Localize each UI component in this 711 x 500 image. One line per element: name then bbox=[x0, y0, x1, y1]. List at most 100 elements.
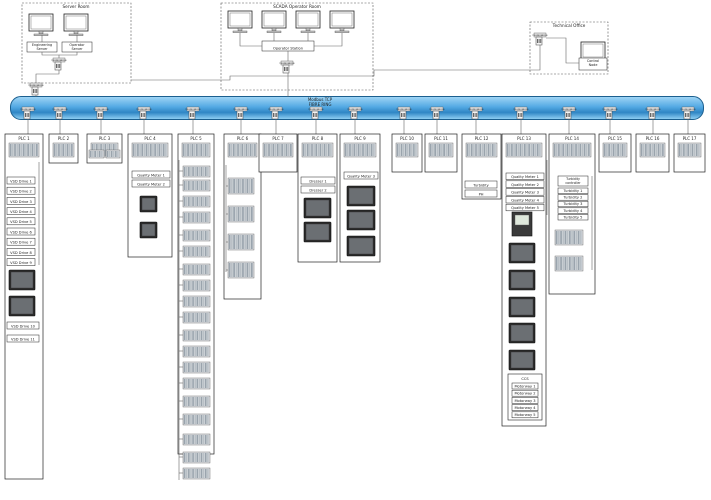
plc4-quality-meter-2 bbox=[131, 179, 171, 188]
plc-5-rack-module bbox=[196, 144, 198, 156]
plc6-io-rack-2-module bbox=[246, 207, 249, 221]
scada-room-boundary bbox=[220, 2, 374, 91]
plc-1-rack-module bbox=[27, 144, 29, 156]
ring-switch-plc-1-switch-brand: TELEMECANIQUE bbox=[20, 108, 36, 111]
plc13-motorway-1 bbox=[511, 382, 539, 390]
plc5-io-rack-11-module bbox=[204, 331, 207, 340]
plc-13-label: PLC 13 bbox=[517, 136, 531, 141]
ring-switch-plc-12-switch-brand: TELEMECANIQUE bbox=[468, 108, 484, 111]
ring-switch-plc-2-switch-port bbox=[57, 113, 58, 117]
plc6-io-rack-2-module bbox=[233, 207, 235, 221]
scada-monitor-4-base bbox=[334, 30, 350, 33]
plc5-io-rack-16-module bbox=[188, 415, 190, 424]
plc5-io-rack-6-module bbox=[202, 247, 205, 256]
plc5-io-rack-18-module bbox=[188, 453, 190, 462]
plc5-io-rack-18-module bbox=[204, 453, 207, 462]
engineering-server-label-line: Server bbox=[36, 47, 48, 51]
plc-10-rack-module bbox=[409, 144, 411, 156]
control-node-label-line: Control bbox=[587, 59, 599, 63]
plc5-io-rack-6-module bbox=[196, 247, 199, 256]
plc3-io-rack-b-module bbox=[106, 151, 109, 157]
plc5-io-rack-7-module bbox=[204, 265, 207, 274]
ring-switch-plc-3-switch-port bbox=[98, 113, 99, 117]
plc5-io-rack-9-module bbox=[183, 297, 186, 306]
ring-switch-plc-8-switch-brand: TELEMECANIQUE bbox=[308, 108, 324, 111]
plc-13-rack-module bbox=[519, 144, 522, 156]
plc14-io-rack-2-module bbox=[575, 257, 578, 270]
plc14-io-rack-2-module bbox=[569, 257, 571, 270]
ring-switch-plc-13-switch-brand: TELEMECANIQUE bbox=[513, 108, 529, 111]
plc12-ph bbox=[464, 189, 498, 198]
plc-7-rack-module bbox=[287, 144, 290, 156]
plc-13-rack-module bbox=[515, 144, 518, 156]
plc-6-rack-module bbox=[228, 144, 231, 156]
plc13-motorway-5 bbox=[511, 411, 539, 419]
plc13-quality-meter-5 bbox=[505, 203, 545, 212]
vsd-drive-9-label: VSD Drive 9 bbox=[10, 261, 32, 265]
plc5-io-rack-14-module bbox=[188, 379, 190, 388]
operator-server-monitor-base bbox=[68, 33, 84, 36]
plc-17-rack-module bbox=[683, 144, 685, 156]
plc5-io-rack-3-module bbox=[200, 197, 203, 206]
plc6-io-rack-1-module bbox=[235, 179, 238, 193]
plc-9-rack-module bbox=[357, 144, 360, 156]
plc-5-rack-module bbox=[200, 144, 203, 156]
plc5-io-rack-11-module bbox=[202, 331, 205, 340]
plc5-io-rack-8-module bbox=[190, 281, 192, 290]
plc5-io-rack-8-module bbox=[185, 281, 188, 290]
plc-4-rack-module bbox=[154, 144, 156, 156]
ring-switch-plc-16-switch-brand: TELEMECANIQUE bbox=[645, 108, 661, 111]
ring-switch-plc-17-switch-port bbox=[686, 113, 688, 117]
plc6-io-rack-1-module bbox=[242, 179, 244, 193]
plc-7-rack-module bbox=[285, 144, 288, 156]
plc-15-rack-module bbox=[606, 144, 608, 156]
ring-switch-plc-3-switch-port bbox=[101, 113, 103, 117]
plc14-turbidity-4-label: Turbidity 4 bbox=[563, 209, 584, 213]
plc-16-rack-module bbox=[659, 144, 662, 156]
ring-switch-plc-5-switch-port bbox=[190, 113, 191, 117]
plc13-motorway-5-label: Motorway 5 bbox=[514, 413, 535, 417]
scada-room-switch-switch-port bbox=[287, 67, 289, 71]
plc6-io-rack-1-module bbox=[239, 179, 242, 193]
plc5-io-rack-5-module bbox=[185, 231, 188, 240]
plc13-hmi-4-display bbox=[510, 324, 534, 342]
vsd-drive-11 bbox=[6, 334, 40, 343]
plc14-io-rack-1-module bbox=[560, 231, 562, 244]
plc5-io-rack-19-module bbox=[202, 469, 205, 478]
plc5-io-rack-15-module bbox=[188, 397, 190, 406]
plc5-io-rack-19-module bbox=[207, 469, 209, 478]
plc13-quality-meter-3-label: Quality Meter 3 bbox=[511, 191, 539, 195]
ring-switch-plc-3-switch-brand: TELEMECANIQUE bbox=[93, 108, 109, 111]
vsd-drive-6 bbox=[6, 227, 36, 236]
plc13-motorway-3-label: Motorway 3 bbox=[514, 399, 535, 403]
ring-switch-plc-14-switch-port bbox=[569, 113, 571, 117]
plc9-hmi-2-display bbox=[348, 211, 374, 229]
plc5-io-rack-1-module bbox=[188, 167, 190, 176]
plc-8-rack-module bbox=[330, 144, 332, 156]
plc-6-rack-module bbox=[249, 144, 252, 156]
plc1-hmi-2-display bbox=[10, 297, 34, 315]
plc-14-rack-module bbox=[588, 144, 590, 156]
office-to-server-room-line bbox=[131, 45, 541, 81]
plc-12-rack-module bbox=[475, 144, 477, 156]
plc5-io-rack-14-module bbox=[204, 379, 207, 388]
plc5-io-rack-5-module bbox=[204, 231, 207, 240]
plc14-io-rack-1-module bbox=[564, 231, 567, 244]
engineering-server-monitor-stand bbox=[38, 30, 44, 35]
plc5-io-rack-1-module bbox=[190, 167, 192, 176]
plc5-io-rack-1-module bbox=[196, 167, 199, 176]
plc6-io-rack-1-module bbox=[237, 179, 240, 193]
plc6-io-rack-1-module bbox=[246, 179, 249, 193]
plc-13-rack-module bbox=[524, 144, 526, 156]
plc5-io-rack-17-module bbox=[207, 435, 209, 444]
ring-switch-plc-15-switch-brand: TELEMECANIQUE bbox=[602, 108, 618, 111]
plc5-io-rack-3-module bbox=[185, 197, 188, 206]
plc13-hmi-3-display bbox=[510, 298, 534, 316]
plc5-io-rack-12-module bbox=[207, 347, 209, 356]
plc-2-rack-module bbox=[64, 144, 67, 156]
plc5-io-rack-4-module bbox=[198, 213, 201, 222]
plc5-io-rack-11-module bbox=[188, 331, 190, 340]
plc8-dresser-1-label: Dresser 1 bbox=[309, 179, 326, 183]
vsd-drive-2-label: VSD Drive 2 bbox=[10, 190, 32, 194]
plc-7-rack-module bbox=[263, 144, 266, 156]
